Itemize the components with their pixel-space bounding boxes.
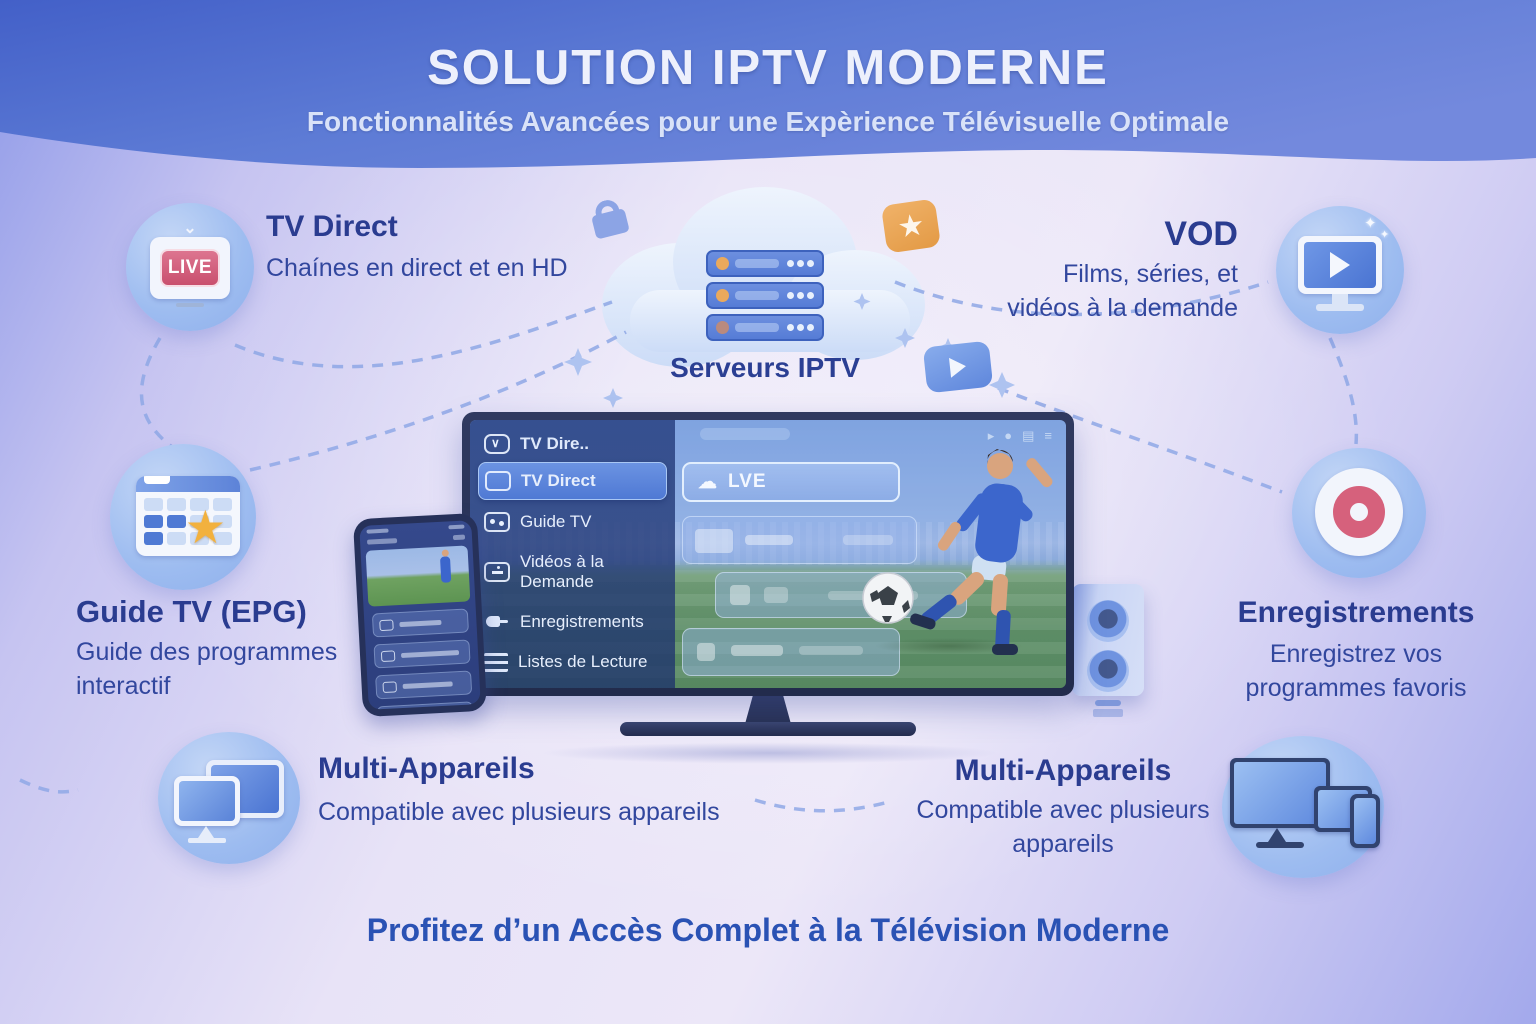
smartphone bbox=[352, 512, 488, 718]
tv-menu-panel: TV Dire.. TV Direct Guide TV Vidéos à la… bbox=[470, 420, 675, 688]
phone-screen bbox=[359, 520, 481, 710]
page-subtitle: Fonctionnalités Avancées pour une Expèri… bbox=[306, 106, 1230, 137]
feature-desc-rec-1: Enregistrez vos bbox=[1269, 640, 1443, 668]
page-title: SOLUTION IPTV MODERNE bbox=[427, 41, 1109, 95]
feature-title-multi-right: Multi-Appareils bbox=[954, 754, 1172, 787]
phone-menu-item[interactable] bbox=[371, 608, 469, 638]
feature-desc-vod-2: vidéos à la demande bbox=[1007, 294, 1238, 322]
tv-icon bbox=[485, 471, 511, 491]
live-badge: LIVE bbox=[160, 249, 220, 287]
feature-desc-guide-2: interactif bbox=[76, 672, 171, 700]
feature-desc-vod-1: Films, séries, et bbox=[1062, 260, 1238, 288]
feature-desc-multi-right-1: Compatible avec plusieurs bbox=[916, 796, 1210, 824]
play-badge-icon bbox=[922, 340, 994, 394]
star-badge-icon: ★ bbox=[880, 198, 942, 254]
screen-status-icons: ▸●▤≡ bbox=[987, 428, 1052, 443]
header-band bbox=[0, 0, 1536, 168]
live-channel-card[interactable]: ☁ LVE bbox=[682, 462, 900, 502]
tv-stand bbox=[745, 694, 791, 724]
tv-menu-header[interactable]: TV Dire.. bbox=[478, 430, 667, 458]
record-arrow-icon bbox=[484, 612, 510, 632]
tv-menu-item-guide-tv[interactable]: Guide TV bbox=[478, 504, 667, 540]
feature-desc-guide-1: Guide des programmes bbox=[76, 638, 338, 666]
server-rack-3 bbox=[706, 314, 824, 341]
feature-desc-rec-2: programmes favoris bbox=[1245, 674, 1467, 702]
television: ▸●▤≡ bbox=[462, 412, 1074, 696]
tv-menu-item-recordings[interactable]: Enregistrements bbox=[478, 604, 667, 640]
feature-desc-multi-left: Compatible avec plusieurs appareils bbox=[318, 798, 720, 826]
speaker-driver bbox=[1087, 650, 1129, 692]
calendar-star-icon: ★ bbox=[110, 444, 256, 590]
cloud-icon: ☁ bbox=[698, 471, 718, 493]
list-icon bbox=[484, 652, 508, 672]
sparkle-icon: ✦ bbox=[1364, 215, 1377, 232]
tv-live-icon: ⌄ LIVE bbox=[126, 203, 254, 331]
tv-menu-item-playlists[interactable]: Listes de Lecture bbox=[478, 644, 667, 680]
monitor-play-icon: ✦ ✦ bbox=[1276, 206, 1404, 334]
speaker bbox=[1072, 584, 1144, 717]
tv-menu-item-tv-direct[interactable]: TV Direct bbox=[478, 462, 667, 500]
server-rack-2 bbox=[706, 282, 824, 309]
phone-menu-item[interactable] bbox=[375, 670, 473, 700]
dashed-connectors bbox=[19, 280, 1359, 813]
guide-icon bbox=[484, 512, 510, 532]
soccer-ball bbox=[862, 572, 914, 624]
dual-monitor-icon bbox=[158, 732, 300, 864]
devices-trio-icon bbox=[1222, 736, 1384, 878]
feature-desc-tv-direct: Chaínes en direct et en HD bbox=[266, 254, 568, 282]
speaker-driver bbox=[1087, 600, 1129, 642]
sparkle-icon: ✦ bbox=[1380, 229, 1390, 241]
vod-icon bbox=[484, 562, 510, 582]
feature-title-multi-left: Multi-Appareils bbox=[318, 752, 535, 785]
feature-desc-multi-right-2: appareils bbox=[1012, 830, 1114, 858]
phone-menu-item[interactable] bbox=[373, 639, 471, 669]
channel-card[interactable] bbox=[682, 516, 917, 564]
antenna-icon: ⌄ bbox=[183, 220, 197, 237]
server-label: Serveurs IPTV bbox=[670, 352, 860, 383]
phone-menu-item[interactable] bbox=[376, 701, 474, 710]
feature-title-rec: Enregistrements bbox=[1237, 596, 1475, 629]
soccer-player bbox=[910, 449, 1053, 655]
feature-title-tv-direct: TV Direct bbox=[266, 210, 398, 243]
chevron-down-icon bbox=[484, 434, 510, 454]
footer-tagline: Profitez d’un Accès Complet à la Télévis… bbox=[366, 912, 1170, 948]
record-dot-icon bbox=[1292, 448, 1426, 578]
feature-title-vod: VOD bbox=[1164, 215, 1238, 253]
channel-card[interactable] bbox=[682, 628, 900, 676]
star-icon: ★ bbox=[184, 501, 226, 553]
tv-screen: ▸●▤≡ bbox=[470, 420, 1066, 688]
feature-title-guide: Guide TV (EPG) bbox=[76, 594, 307, 629]
phone-video-thumbnail[interactable] bbox=[365, 545, 471, 607]
server-rack-1 bbox=[706, 250, 824, 277]
tv-menu-item-vod[interactable]: Vidéos à la Demande bbox=[478, 544, 667, 600]
